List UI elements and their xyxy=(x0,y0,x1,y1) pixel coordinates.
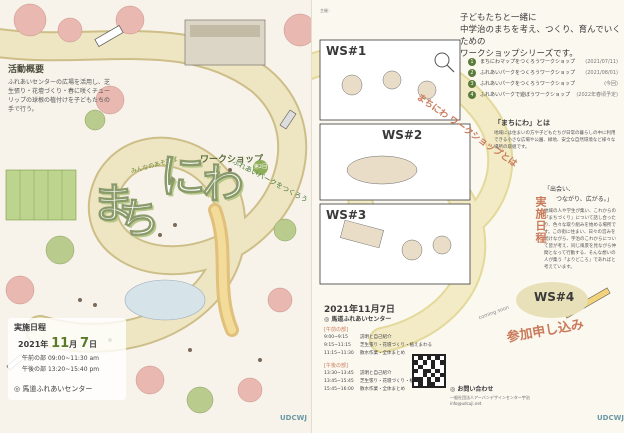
quote-line-1: 「出会い、 xyxy=(544,186,575,193)
row-desc: 説明と自己紹介 xyxy=(360,335,392,340)
schedule-day: 7 xyxy=(79,336,89,351)
qr-code[interactable] xyxy=(412,354,446,388)
ws-name: ふれあいパークをつくろうワークショップ xyxy=(480,81,576,87)
ws-date: (2021/07/11) xyxy=(585,58,618,65)
table-row: 13:30~13:45 説明と自己紹介 xyxy=(324,370,392,376)
udc-logo: UDCWJ xyxy=(280,414,307,422)
organizer-line: 主催： xyxy=(320,8,332,13)
intro-title: 子どもたちと一緒に 中学治のまちを考え、つくり、育んでいくための ワークショップ… xyxy=(460,12,624,60)
comic-illustration xyxy=(312,39,611,353)
intro-line-3: ワークショップシリーズです。 xyxy=(460,49,578,59)
ws-name: まちにわマップをつくろうワークショップ xyxy=(480,59,576,65)
ws-name: ふれあいパークをつくろうワークショップ xyxy=(480,70,576,76)
right-panel: 主催： 子どもたちと一緒に 中学治のまちを考え、つくり、育んでいくための ワーク… xyxy=(312,0,624,433)
intro-line-1: 子どもたちと一緒に xyxy=(460,13,537,23)
contact-text: 一般社団法人アーバンデザインセンター宇治 info@udcuji.net xyxy=(450,395,530,406)
title-char-4: わ xyxy=(201,159,245,209)
ws-label-3: WS#3 xyxy=(326,208,367,222)
magnifier-icon xyxy=(434,52,455,73)
activity-summary: 活動概要 ふれあいセンターの広場を活用し、芝生張り・花壇づくり・春に咲くチューリ… xyxy=(8,62,113,114)
schedule-month: 11 xyxy=(51,336,70,351)
udc-logo: UDCWJ xyxy=(597,414,624,422)
schedule-month-unit: 月 xyxy=(69,340,78,349)
row-desc: 芝生張り・花壇づくり・植えまわる xyxy=(360,343,432,348)
schedule-title: 実施日程 xyxy=(14,323,46,332)
afternoon-label: [午後の部] xyxy=(324,363,348,369)
venue-name: 馬道ふれあいセンター xyxy=(22,385,93,393)
row-desc: 説明と自己紹介 xyxy=(360,371,392,376)
list-item: 1 まちにわマップをつくろうワークショップ (2021/07/11) xyxy=(468,56,618,67)
morning-label: [午前の部] xyxy=(324,327,348,333)
schedule-year: 2021年 xyxy=(18,340,49,349)
row-desc: 芝生張り・花壇づくり・植えまわる xyxy=(360,379,432,384)
description-text: 地域の人や学生が集い、これからの「まちづくり」について話し合ったり、色々な取り組… xyxy=(544,209,616,270)
lawn-grid xyxy=(5,169,77,221)
ws-date: (2022年春頃予定) xyxy=(576,92,618,98)
row-time: 15:45~16:00 xyxy=(324,387,354,392)
trowel-icon xyxy=(279,109,297,130)
quote-line-2: つながり、広がる。」 xyxy=(556,196,613,203)
schedule-label: 午前の部 xyxy=(22,355,47,362)
schedule-time: 13:20~15:40 pm xyxy=(47,366,100,373)
trees xyxy=(5,3,312,403)
ws-number-badge: 3 xyxy=(468,79,476,88)
schedule-date: 2021年 11月 7日 xyxy=(8,333,126,351)
row-desc: 散水作業・全体まとめ xyxy=(360,351,405,356)
ws-label-1: WS#1 xyxy=(326,44,367,58)
pin-icon: ◎ xyxy=(14,385,21,393)
title-char-1: ま xyxy=(91,179,135,229)
contact-title: ◎ お問い合わせ xyxy=(450,386,494,393)
table-row: 13:45~15:45 芝生張り・花壇づくり・植えまわる xyxy=(324,378,432,384)
pond xyxy=(124,279,206,321)
left-panel: 活動概要 ふれあいセンターの広場を活用し、芝生張り・花壇づくり・春に咲くチューリ… xyxy=(0,3,312,422)
title-char-2: ち xyxy=(117,194,161,244)
ws-number-badge: 1 xyxy=(468,57,476,66)
row-time: 9:15~11:15 xyxy=(324,343,351,348)
schedule-row-pm: 午後の部 13:20~15:40 pm xyxy=(8,362,126,373)
activity-title: 活動概要 xyxy=(8,65,45,75)
schedule-time: 09:00~11:30 am xyxy=(47,355,99,362)
ws-label-4: WS#4 xyxy=(534,290,575,304)
park-illustration xyxy=(0,3,312,414)
schedule-row-am: 午前の部 09:00~11:30 am xyxy=(8,351,126,362)
table-row: 9:15~11:15 芝生張り・花壇づくり・植えまわる xyxy=(324,342,432,348)
list-item: 3 ふれあいパークをつくろうワークショップ (今回) xyxy=(468,78,618,89)
organizer-info: 主催： xyxy=(320,8,460,14)
row-time: 13:30~13:45 xyxy=(324,371,354,376)
ws-date: (2021/08/01) xyxy=(585,69,618,76)
venue: ◎ 馬道ふれあいセンター xyxy=(14,384,92,394)
table-row: 15:45~16:00 散水作業・全体まとめ xyxy=(324,386,405,392)
row-time: 13:45~15:45 xyxy=(324,379,354,384)
title-char-3: に xyxy=(160,149,207,204)
schedule-day-unit: 日 xyxy=(89,340,97,349)
saw-icon xyxy=(94,25,124,47)
ws-date: (今回) xyxy=(604,81,618,87)
table-row: 9:00~9:15 説明と自己紹介 xyxy=(324,334,392,340)
row-time: 11:15~11:30 xyxy=(324,351,354,356)
list-item: 4 ふれあいパークで遊ぼうワークショップ (2022年春頃予定) xyxy=(468,89,618,100)
ws-name: ふれあいパークで遊ぼうワークショップ xyxy=(480,92,571,98)
machi-intro-title: 「まちにわ」とは xyxy=(494,119,550,127)
row-desc: 散水作業・全体まとめ xyxy=(360,387,405,392)
ws-number-badge: 4 xyxy=(468,90,476,99)
schedule-label: 午後の部 xyxy=(22,366,47,373)
list-item: 2 ふれあいパークをつくろうワークショップ (2021/08/01) xyxy=(468,67,618,78)
contact-block: ◎ お問い合わせ 一般社団法人アーバンデザインセンター宇治 info@udcuj… xyxy=(450,384,550,407)
table-row: 11:15~11:30 散水作業・全体まとめ xyxy=(324,350,405,356)
activity-text: ふれあいセンターの広場を活用し、芝生張り・花壇づくり・春に咲くチューリップの球根… xyxy=(8,79,111,113)
machi-intro-text: 地域には住まいの方や子どもたちが日常の暮らしの中に利用できる小さな広場や公園、緑… xyxy=(494,131,616,150)
schedule-vertical-label: 実施日程 xyxy=(534,196,547,244)
ws-number-badge: 2 xyxy=(468,68,476,77)
intro-line-2: 中学治のまちを考え、つくり、育んでいくための xyxy=(460,25,621,47)
title-badge: 第2回 xyxy=(253,160,268,175)
event-venue: ◎ 馬道ふれあいセンター xyxy=(324,316,392,323)
workshop-list: 1 まちにわマップをつくろうワークショップ (2021/07/11) 2 ふれあ… xyxy=(468,56,618,100)
event-date: 2021年11月7日 xyxy=(324,305,395,315)
green-trees xyxy=(45,109,297,414)
schedule-box: 実施日程 2021年 11月 7日 午前の部 09:00~11:30 am 午後… xyxy=(8,318,126,400)
ws-label-2: WS#2 xyxy=(382,128,423,142)
title-prefix: ワークショップ xyxy=(200,155,264,165)
row-time: 9:00~9:15 xyxy=(324,335,348,340)
